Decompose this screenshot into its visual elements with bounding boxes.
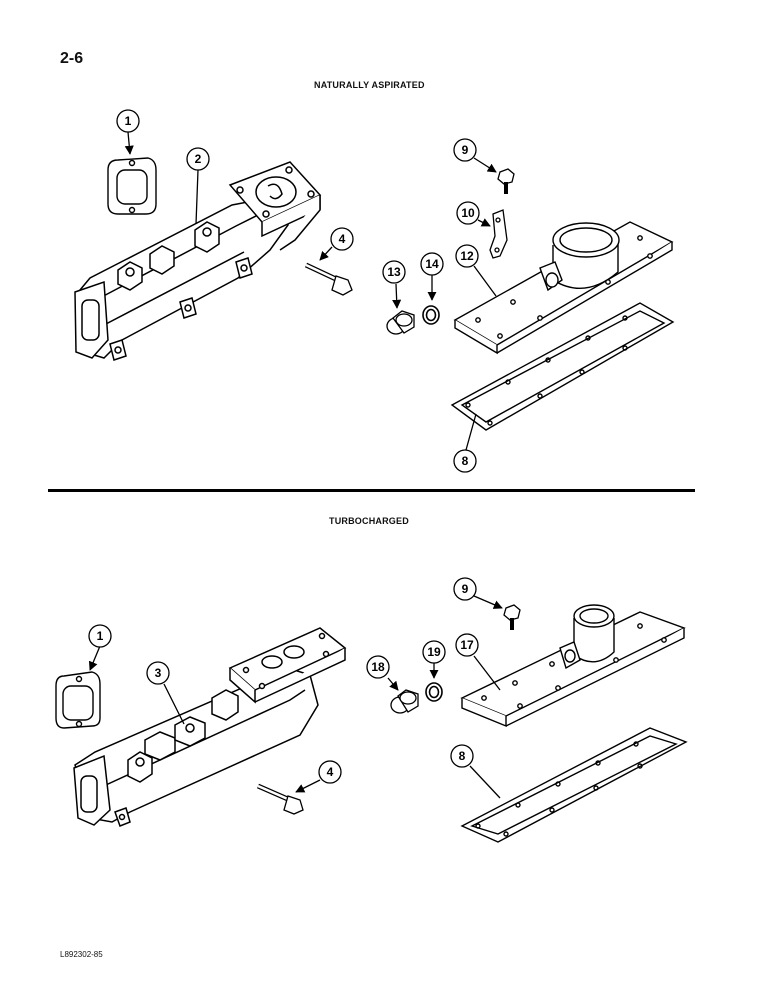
callout-10: 10 <box>456 201 491 227</box>
section-divider <box>48 489 695 492</box>
callout-14: 14 <box>420 252 444 301</box>
drawing-id: L892302-85 <box>60 950 103 959</box>
callout-8-top: 8 <box>453 413 477 473</box>
callout-17: 17 <box>455 633 501 691</box>
exhaust-gasket-top <box>107 157 157 215</box>
callout-label: 18 <box>371 660 385 674</box>
callout-19: 19 <box>422 640 446 679</box>
plug-13 <box>386 310 415 335</box>
callout-label: 14 <box>425 257 439 271</box>
cover-gasket-top <box>450 302 675 431</box>
callout-label: 9 <box>462 143 469 157</box>
callout-label: 19 <box>427 645 441 659</box>
callout-label: 12 <box>460 249 474 263</box>
section-title-naturally-aspirated: NATURALLY ASPIRATED <box>314 80 425 90</box>
screw-9-top <box>497 168 515 194</box>
callout-1-bottom: 1 <box>88 624 112 671</box>
exhaust-manifold-naturally-aspirated <box>74 161 322 361</box>
screw-9-bottom <box>503 604 521 630</box>
callout-label: 9 <box>462 582 469 596</box>
callout-18: 18 <box>366 655 399 691</box>
washer-19 <box>425 682 443 702</box>
plug-18 <box>390 689 419 714</box>
callout-4-top: 4 <box>319 227 354 261</box>
section-title-turbocharged: TURBOCHARGED <box>329 516 409 526</box>
callout-label: 1 <box>125 114 132 128</box>
bolt-top <box>304 262 353 296</box>
callout-label: 2 <box>195 152 202 166</box>
callout-1-top: 1 <box>116 109 140 155</box>
callout-3: 3 <box>146 661 185 725</box>
page-number: 2-6 <box>60 50 84 67</box>
callout-label: 3 <box>155 666 162 680</box>
callout-group: 1 2 4 9 10 12 13 14 8 1 3 4 9 17 18 19 8 <box>88 109 503 799</box>
washer-14 <box>422 305 440 325</box>
callout-4-bottom: 4 <box>295 760 342 793</box>
callout-label: 8 <box>459 749 466 763</box>
callout-label: 1 <box>97 629 104 643</box>
callout-9-top: 9 <box>453 138 497 173</box>
callout-8-bottom: 8 <box>450 744 501 799</box>
exhaust-manifold-turbocharged <box>73 627 347 827</box>
callout-label: 13 <box>387 265 401 279</box>
callout-label: 10 <box>461 206 475 220</box>
callout-label: 4 <box>339 232 346 246</box>
callout-label: 4 <box>327 765 334 779</box>
bracket-10 <box>489 209 508 259</box>
callout-9-bottom: 9 <box>453 577 503 609</box>
exhaust-gasket-bottom <box>55 671 101 729</box>
callout-label: 17 <box>460 638 474 652</box>
callout-12: 12 <box>455 244 497 297</box>
bolt-bottom <box>256 783 304 815</box>
cover-gasket-bottom <box>460 727 688 843</box>
callout-13: 13 <box>382 260 406 309</box>
intake-cover-17 <box>460 604 686 728</box>
intake-cover-12 <box>453 221 674 355</box>
callout-2-top: 2 <box>186 147 210 225</box>
callout-label: 8 <box>462 454 469 468</box>
